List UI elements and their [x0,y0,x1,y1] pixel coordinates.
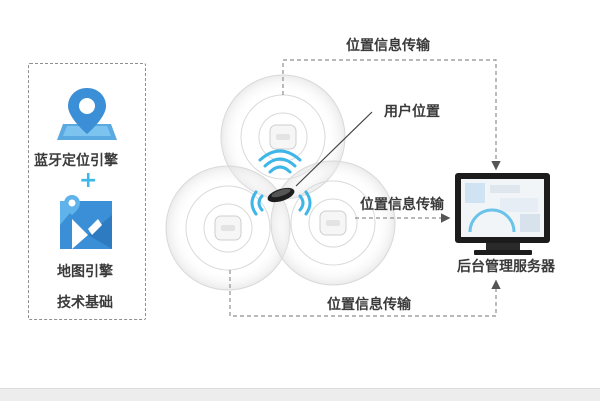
tech-basis-label: 技术基础 [57,295,113,311]
location-pin-icon [57,88,117,140]
plus-sign: + [79,168,98,193]
route-bottom [229,270,501,317]
map-engine-label: 地图引擎 [57,264,113,280]
route-top [282,59,501,171]
server-monitor-icon [455,173,550,255]
tech-basis-panel [28,63,146,320]
map-icon [60,195,112,249]
position-transfer-middle-label: 位置信息传输 [360,196,445,213]
signal-waves-icon [250,149,312,216]
beacon-right [319,210,347,236]
beacon-left [214,215,242,241]
user-position-pointer [295,111,373,187]
user-position-label: 用户位置 [384,103,440,120]
user-ring-device [267,187,295,203]
position-transfer-bottom-label: 位置信息传输 [327,296,412,313]
beacon-top [269,124,297,150]
bottom-strip [0,388,600,401]
position-transfer-top-label: 位置信息传输 [346,37,431,54]
server-label: 后台管理服务器 [457,258,556,275]
bluetooth-engine-label: 蓝牙定位引擎 [34,153,118,169]
